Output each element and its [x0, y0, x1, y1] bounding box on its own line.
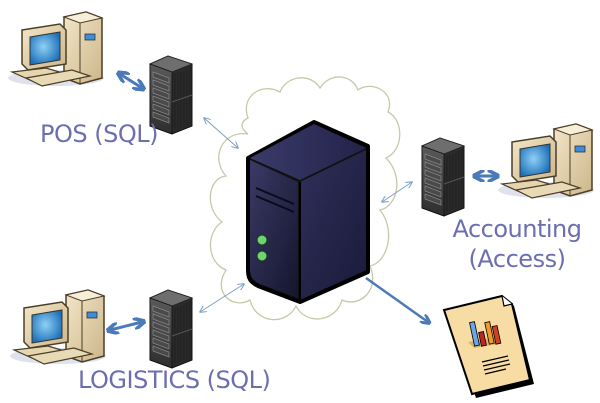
accounting-computer-icon [497, 123, 595, 199]
accounting-to-central-link [382, 182, 412, 202]
central-server-icon [246, 120, 370, 304]
pos-computer-icon [7, 11, 105, 87]
led-bottom-icon [256, 250, 268, 262]
logistics-server-icon [149, 289, 193, 369]
accounting-label-line2: (Access) [468, 245, 566, 273]
logistics-label: LOGISTICS (SQL) [78, 366, 271, 394]
report-document-icon [442, 294, 534, 398]
logistics-to-central-link [200, 284, 244, 312]
accounting-label-line1: Accounting [452, 215, 582, 243]
logistics-computer-icon [9, 289, 107, 365]
report-text-lines [481, 355, 511, 375]
report-bar-red-2 [491, 325, 502, 345]
report-bar-red [478, 331, 487, 347]
pos-to-central-link [204, 118, 238, 148]
central-to-report-link [365, 276, 428, 322]
report-bar-blue [469, 321, 480, 347]
accounting-label: Accounting (Access) [446, 214, 588, 274]
accounting-server-icon [421, 137, 465, 217]
pos-label: POS (SQL) [40, 120, 158, 148]
led-top-icon [256, 234, 268, 246]
pos-computer-server-link [120, 74, 142, 88]
logistics-computer-server-link [110, 322, 142, 330]
report-bar-orange [484, 321, 495, 345]
